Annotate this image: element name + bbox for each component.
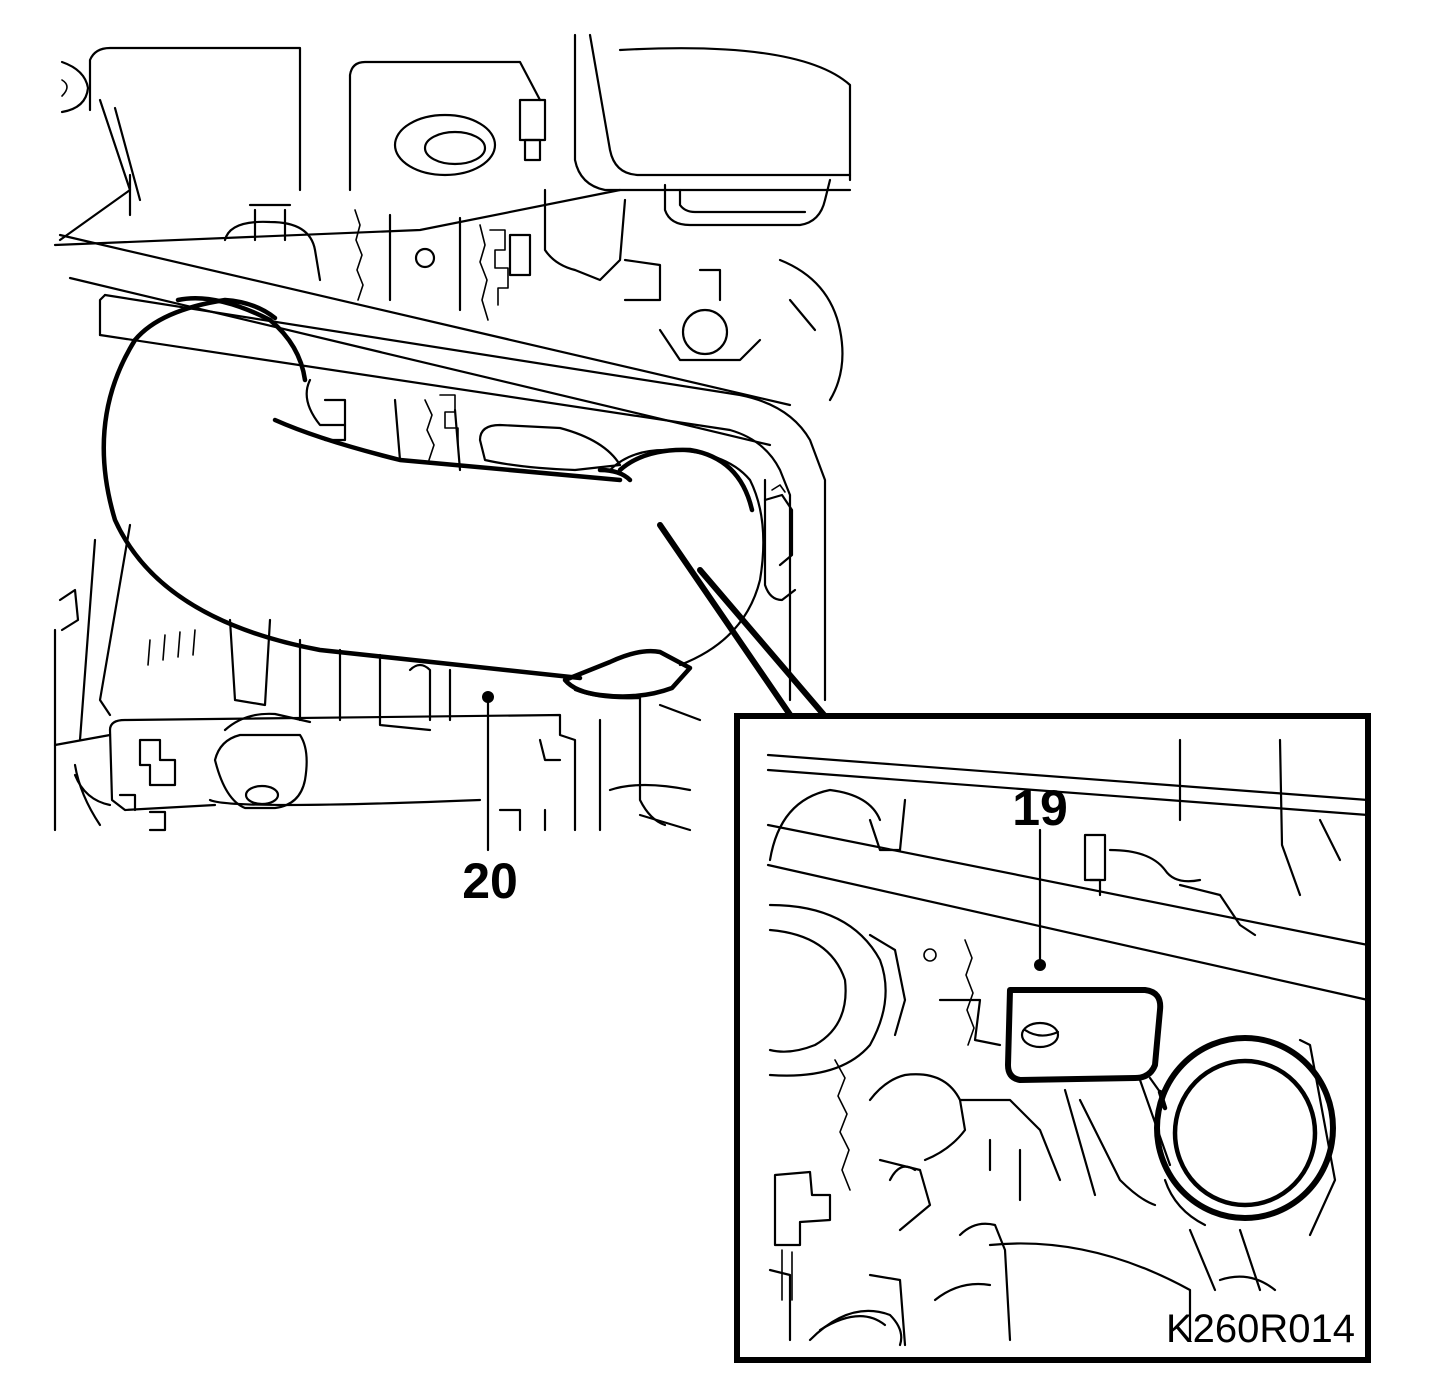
callout-label-20: 20 <box>462 853 518 909</box>
callout-label-19: 19 <box>1012 780 1068 836</box>
figure-code: K260R014 <box>1166 1307 1355 1351</box>
main-view <box>53 33 852 852</box>
inset-detail <box>734 713 1371 1363</box>
